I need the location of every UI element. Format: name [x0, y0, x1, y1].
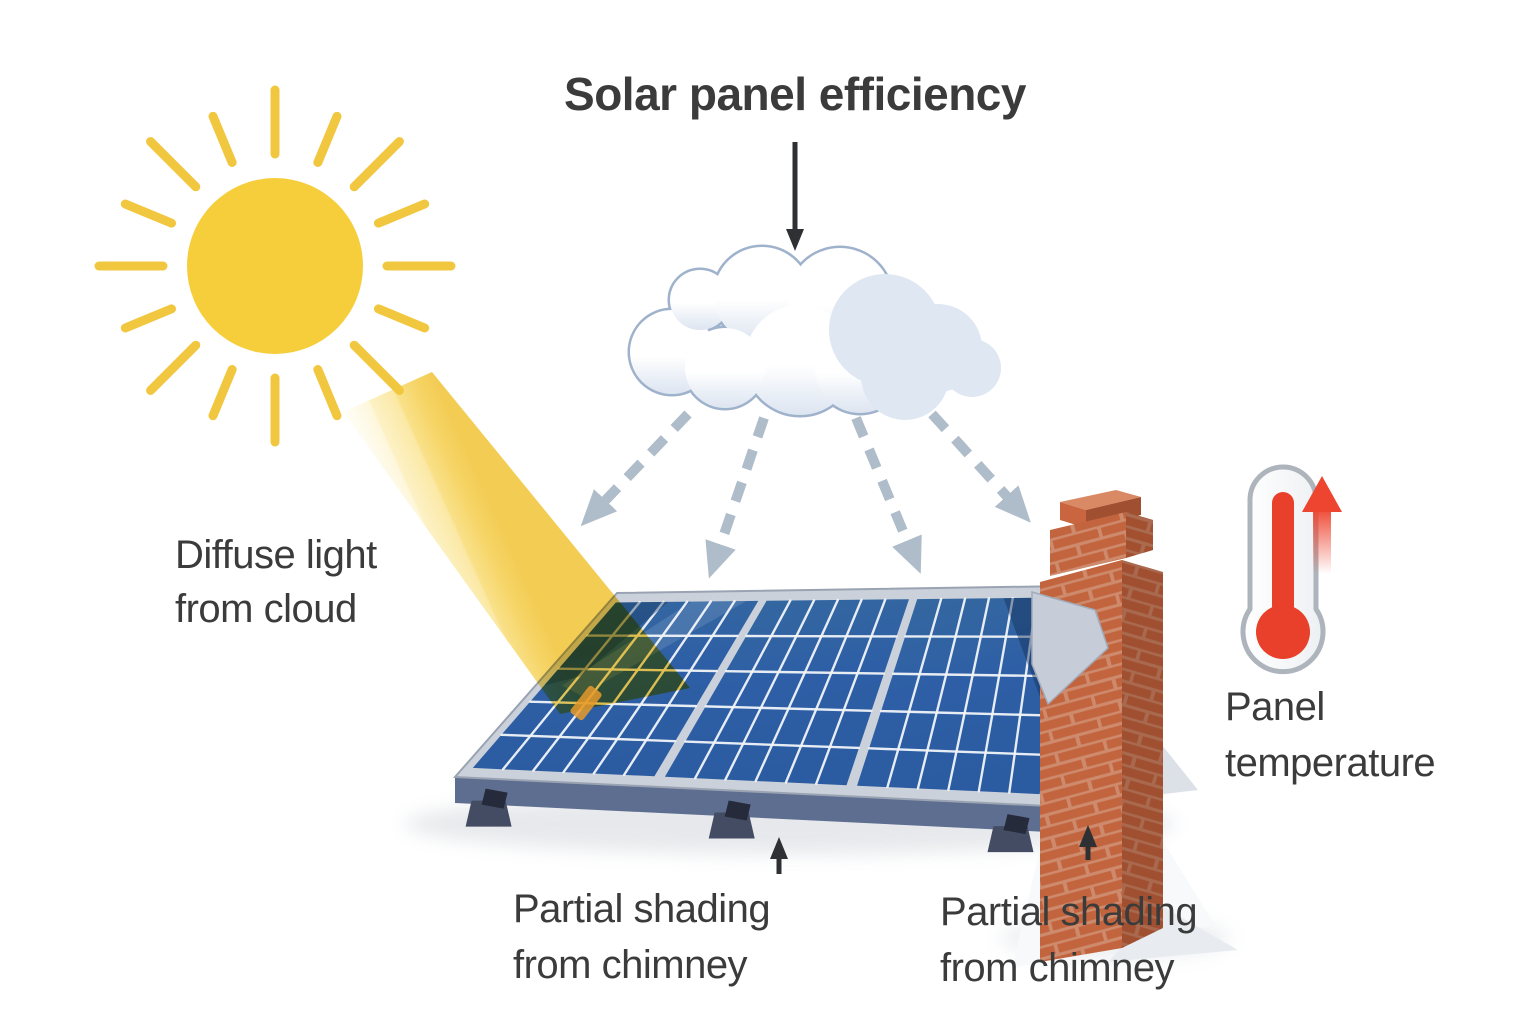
label-panel-temperature: Panel temperature: [1225, 685, 1436, 785]
panel-temperature-line1: Panel: [1225, 685, 1325, 729]
chimney-side-face: [1122, 560, 1163, 948]
shading-right-line2: from chimney: [940, 946, 1175, 990]
sun-icon: [94, 85, 456, 447]
panel-temperature-line2: temperature: [1225, 741, 1435, 785]
cloud-icon: [630, 247, 1001, 420]
chimney-tier-front: [1050, 512, 1126, 576]
diffuse-light-line2: from cloud: [175, 587, 357, 631]
diffuse-light-arrows: [580, 410, 1031, 579]
chimney-cap-front: [1060, 502, 1086, 528]
shading-left-line2: from chimney: [513, 943, 748, 987]
label-shading-left: Partial shading from chimney: [513, 837, 788, 987]
beam-hotspot: [570, 685, 602, 721]
diagram-title: Solar panel efficiency: [564, 68, 1027, 120]
cloud-back-puff: [829, 274, 1001, 420]
label-shading-right: Partial shading from chimney: [940, 825, 1198, 990]
shading-right-line1: Partial shading: [940, 890, 1197, 934]
label-diffuse-light: Diffuse light from cloud: [175, 533, 378, 631]
sunbeam: [343, 372, 690, 721]
thermometer-bulb: [1256, 605, 1310, 659]
sun-disc: [187, 178, 363, 354]
thermometer-stem: [1272, 492, 1294, 617]
temperature-rise-arrow: [1302, 476, 1342, 574]
chimney-tier-side: [1126, 512, 1153, 558]
chimney-cap-top: [1060, 490, 1141, 510]
thermometer-icon: [1240, 464, 1342, 675]
panel-frame-rail: [1031, 591, 1109, 706]
shading-left-line1: Partial shading: [513, 887, 770, 931]
sun-rays: [94, 85, 456, 447]
diffuse-light-line1: Diffuse light: [175, 533, 377, 577]
